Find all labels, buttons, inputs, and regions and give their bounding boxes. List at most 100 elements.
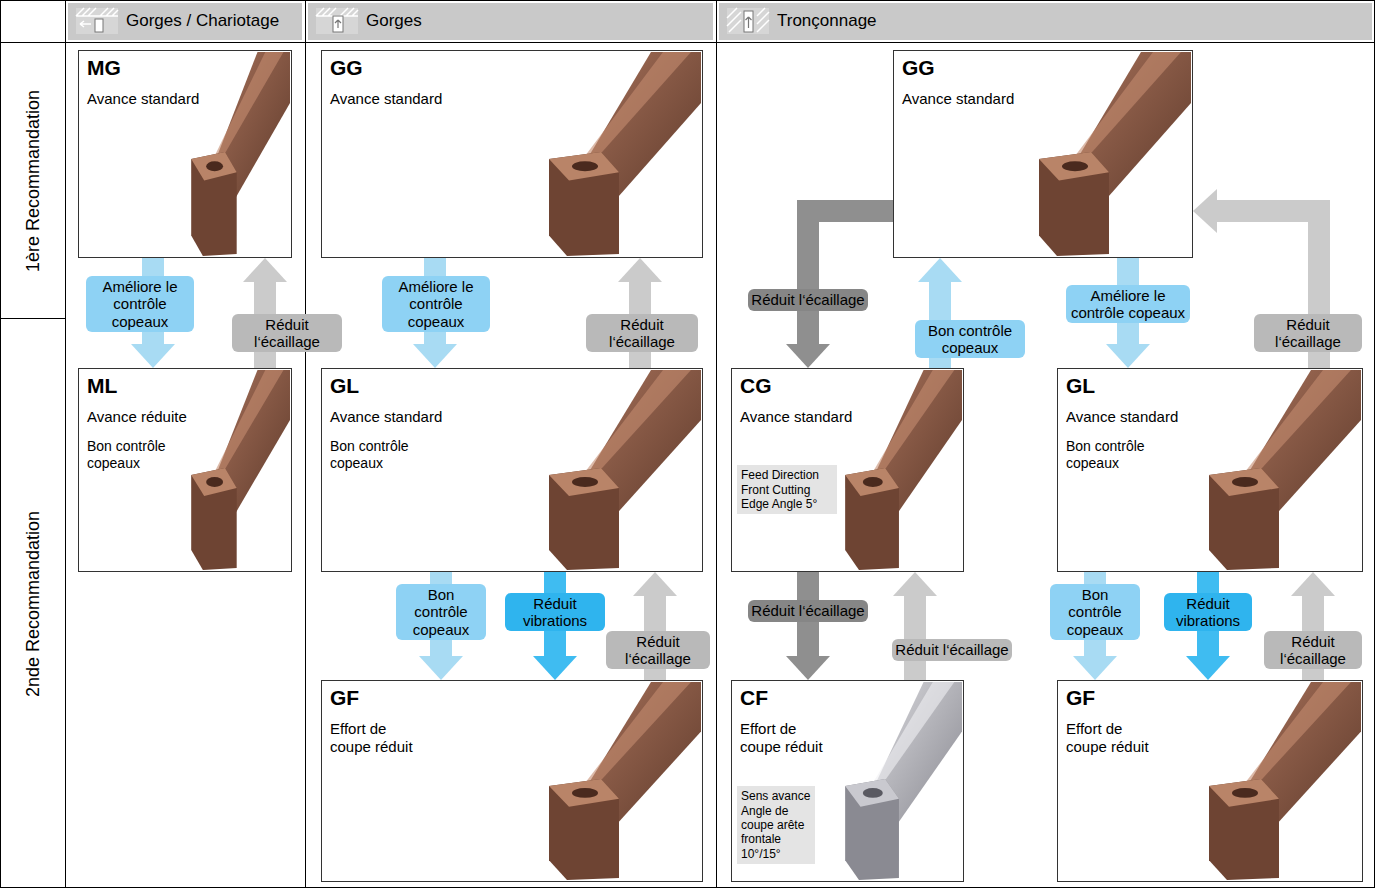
header-band bbox=[308, 3, 713, 40]
grid-line bbox=[65, 0, 66, 888]
edge-label-pill: Réduit l‘écaillage bbox=[892, 639, 1012, 660]
insert-illustration bbox=[191, 52, 290, 256]
edge-label-pill: Bon contrôle copeaux bbox=[1050, 584, 1140, 640]
block-arrow bbox=[893, 572, 937, 680]
parting-icon bbox=[727, 8, 769, 34]
edge-label-pill: Réduit vibrations bbox=[1164, 593, 1252, 632]
insert-card: GF Effort de coupe réduit bbox=[321, 680, 703, 882]
node-heading: ML bbox=[87, 373, 291, 398]
arrow-head bbox=[243, 258, 287, 282]
insert-card: GG Avance standard bbox=[893, 50, 1193, 258]
edge-label: Réduit vibrations bbox=[508, 595, 602, 630]
icon-insert bbox=[744, 11, 753, 32]
insert-illustration bbox=[191, 370, 290, 570]
icon-ground bbox=[727, 8, 769, 34]
node-text: Effort de coupe réduit bbox=[330, 720, 430, 756]
node-heading: GG bbox=[330, 55, 702, 80]
node-text: Avance standard bbox=[740, 408, 890, 426]
node-heading: GF bbox=[330, 685, 702, 710]
icon-ground bbox=[316, 8, 358, 34]
edge-label: Réduit l‘écaillage bbox=[1267, 633, 1359, 668]
edge-label-pill: Réduit l‘écaillage bbox=[606, 631, 710, 670]
node-text: Avance réduite bbox=[87, 408, 237, 426]
grid-line bbox=[305, 0, 306, 888]
node-text: Avance standard bbox=[330, 408, 480, 426]
node-text: Avance standard bbox=[87, 90, 237, 108]
node-heading: Gorges / Chariotage bbox=[126, 11, 302, 31]
node-heading: GF bbox=[1066, 685, 1362, 710]
node-heading: GG bbox=[902, 55, 1192, 80]
arrow-head bbox=[786, 344, 830, 368]
node-text: Sens avance Angle de coupe arête frontal… bbox=[737, 786, 815, 864]
grid-line bbox=[0, 42, 1375, 43]
arrow-head bbox=[533, 656, 577, 680]
row-label-text: 2nde Recommandation bbox=[22, 319, 44, 888]
node-text: Avance standard bbox=[1066, 408, 1216, 426]
arrow-head bbox=[419, 656, 463, 680]
arrow-head bbox=[1106, 344, 1150, 368]
node-heading: Gorges bbox=[366, 11, 713, 31]
node-heading: GL bbox=[1066, 373, 1362, 398]
insert-card: MG Avance standard bbox=[78, 50, 292, 258]
arrow-head bbox=[1186, 656, 1230, 680]
insert-card: GLAvance standardBon contrôle copeaux bbox=[321, 368, 703, 572]
grid-line bbox=[0, 318, 65, 319]
node-text: Avance standard bbox=[902, 90, 1052, 108]
arrow-head bbox=[786, 656, 830, 680]
edge-label: Réduit l‘écaillage bbox=[751, 291, 865, 308]
insert-illustration bbox=[845, 370, 962, 570]
arrow-head bbox=[618, 258, 662, 282]
node-text: Bon contrôle copeaux bbox=[330, 438, 430, 472]
arrow-head bbox=[918, 258, 962, 282]
edge-label: Améliore le contrôle copeaux bbox=[89, 278, 191, 330]
insert-illustration bbox=[1039, 52, 1191, 256]
arrow-head bbox=[131, 344, 175, 368]
header-band bbox=[719, 3, 1372, 40]
arrow-head bbox=[1193, 189, 1217, 233]
insert-card: GGAvance standard bbox=[321, 50, 703, 258]
edge-label: Réduit l‘écaillage bbox=[609, 633, 707, 668]
node-heading: CG bbox=[740, 373, 963, 398]
block-arrow bbox=[786, 572, 830, 680]
edge-label-pill: Bon contrôle copeaux bbox=[915, 320, 1025, 359]
grooving-icon bbox=[316, 8, 358, 34]
insert-illustration bbox=[1209, 370, 1361, 570]
insert-card: CF Effort de coupe réduitSens avance Angl… bbox=[731, 680, 964, 882]
node-text: Feed Direction Front Cutting Edge Angle … bbox=[737, 465, 837, 514]
row-label: 1ère Recommandation bbox=[0, 43, 65, 318]
row-label: 2nde Recommandation bbox=[0, 319, 65, 888]
arrow-head bbox=[893, 572, 937, 596]
grid-line bbox=[716, 0, 717, 888]
icon-hatch bbox=[76, 8, 118, 16]
node-heading: CF bbox=[740, 685, 963, 710]
edge-label-pill: Améliore le contrôle copeaux bbox=[86, 276, 194, 332]
edge-label-pill: Améliore le contrôle copeaux bbox=[1066, 285, 1190, 324]
insert-card: MLAvance réduiteBon contrôle copeaux bbox=[78, 368, 292, 572]
edge-label-pill: Réduit l‘écaillage bbox=[748, 289, 868, 310]
edge-label-pill: Réduit vibrations bbox=[505, 593, 605, 632]
node-text: Bon contrôle copeaux bbox=[1066, 438, 1166, 472]
arrow-head bbox=[1291, 572, 1335, 596]
edge-label-pill: Réduit l‘écaillage bbox=[1264, 631, 1362, 670]
icon-arrow bbox=[746, 17, 752, 28]
edge-label-pill: Améliore le contrôle copeaux bbox=[382, 276, 490, 332]
node-text: Effort de coupe réduit bbox=[740, 720, 840, 756]
insert-illustration bbox=[845, 682, 962, 880]
edge-label-pill: Réduit l‘écaillage bbox=[586, 314, 698, 353]
edge-label: Réduit l‘écaillage bbox=[235, 316, 339, 351]
icon-arrow bbox=[80, 21, 91, 27]
edge-label: Réduit l‘écaillage bbox=[589, 316, 695, 351]
row-label-text: 1ère Recommandation bbox=[22, 43, 44, 318]
edge-label: Bon contrôle copeaux bbox=[918, 322, 1022, 357]
insert-card: GL Avance standardBon contrôle copeaux bbox=[1057, 368, 1363, 572]
arrow-head bbox=[633, 572, 677, 596]
edge-label: Réduit l‘écaillage bbox=[1257, 316, 1359, 351]
insert-illustration bbox=[549, 52, 701, 256]
node-heading: MG bbox=[87, 55, 291, 80]
edge-label-pill: Réduit l‘écaillage bbox=[748, 600, 868, 621]
edge-label: Réduit l‘écaillage bbox=[895, 641, 1009, 658]
arrow-head bbox=[1073, 656, 1117, 680]
